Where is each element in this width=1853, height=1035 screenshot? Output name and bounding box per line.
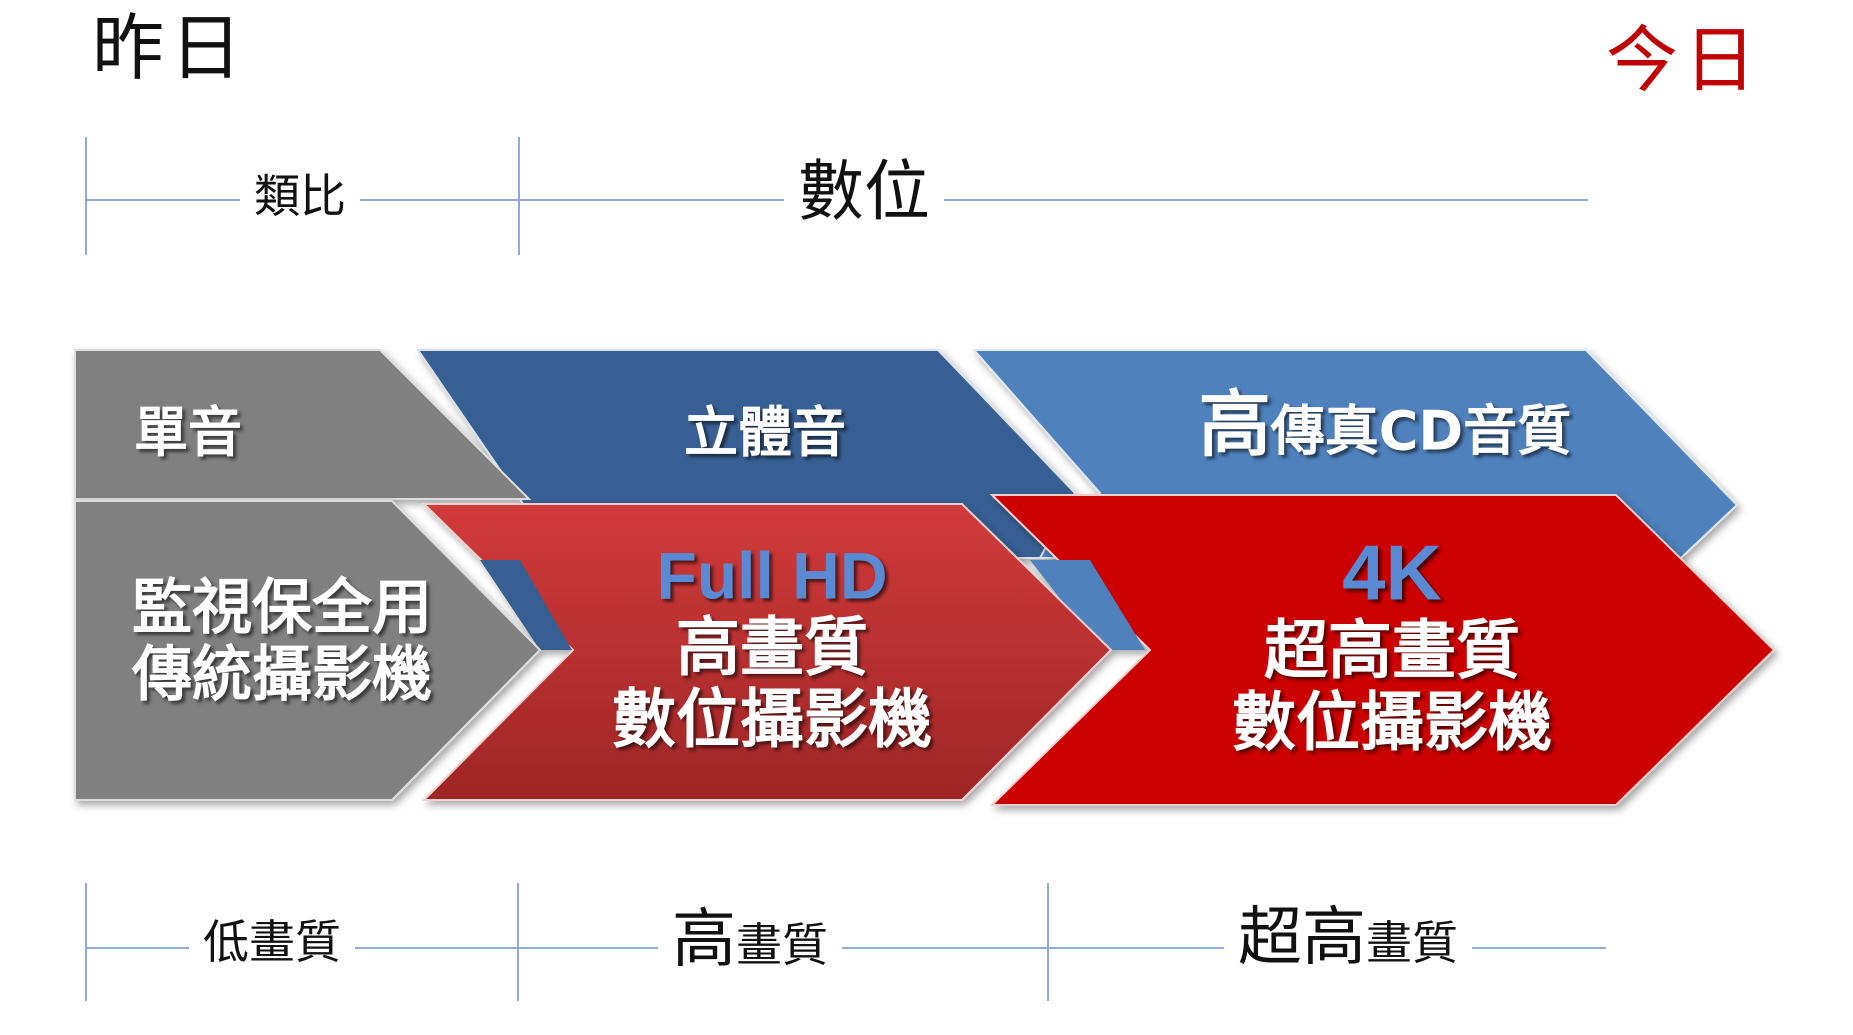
top-axis-label-analog: 類比 — [240, 173, 360, 219]
label-4k-line1: 超高畫質 — [1264, 615, 1520, 690]
chevron-bright-red-4k — [989, 494, 1776, 806]
label-mono: 單音 — [134, 400, 242, 464]
label-4k-accent: 4K — [1342, 528, 1442, 617]
label-cctv-line2: 傳統攝影機 — [132, 640, 432, 710]
label-hifi-rest: 傳真CD音質 — [1270, 399, 1572, 463]
bottom-label-high-big: 高 — [672, 903, 736, 977]
bottom-label-ultra-small: 畫質 — [1366, 916, 1458, 970]
label-fullhd: Full HD 高畫質 數位攝影機 — [612, 538, 932, 757]
label-fullhd-line2: 數位攝影機 — [612, 682, 932, 757]
label-cctv-line1: 監視保全用 — [132, 572, 432, 643]
label-cctv: 監視保全用 傳統攝影機 — [132, 572, 432, 710]
label-fullhd-accent: Full HD — [656, 538, 888, 613]
top-axis-label-digital: 數位 — [784, 159, 944, 225]
bottom-axis-label-ultra: 超高畫質 — [1224, 906, 1472, 970]
label-hifi-big: 高 — [1198, 382, 1271, 467]
chevron-gray-cctv — [74, 500, 542, 801]
label-4k: 4K 超高畫質 數位攝影機 — [1232, 528, 1552, 761]
label-4k-line2: 數位攝影機 — [1232, 686, 1552, 761]
chevron-red-fullhd — [421, 503, 1113, 801]
bottom-label-ultra-big: 超高 — [1238, 901, 1366, 975]
bottom-axis-label-low: 低畫質 — [189, 919, 355, 965]
label-hifi-cd: 高傳真CD音質 — [1198, 382, 1572, 467]
chevron-blue-edge-1 — [480, 560, 572, 650]
chevron-blue-edge-2 — [1030, 560, 1145, 650]
yesterday-label: 昨日 — [92, 6, 249, 90]
bottom-label-low-text: 低畫質 — [203, 915, 341, 969]
today-label: 今日 — [1606, 18, 1763, 102]
bottom-label-high-small: 畫質 — [736, 918, 828, 972]
label-stereo: 立體音 — [684, 400, 846, 464]
chevron-gray-mono — [74, 349, 532, 500]
label-fullhd-line1: 高畫質 — [676, 611, 868, 686]
bottom-axis-label-high: 高畫質 — [658, 908, 842, 972]
